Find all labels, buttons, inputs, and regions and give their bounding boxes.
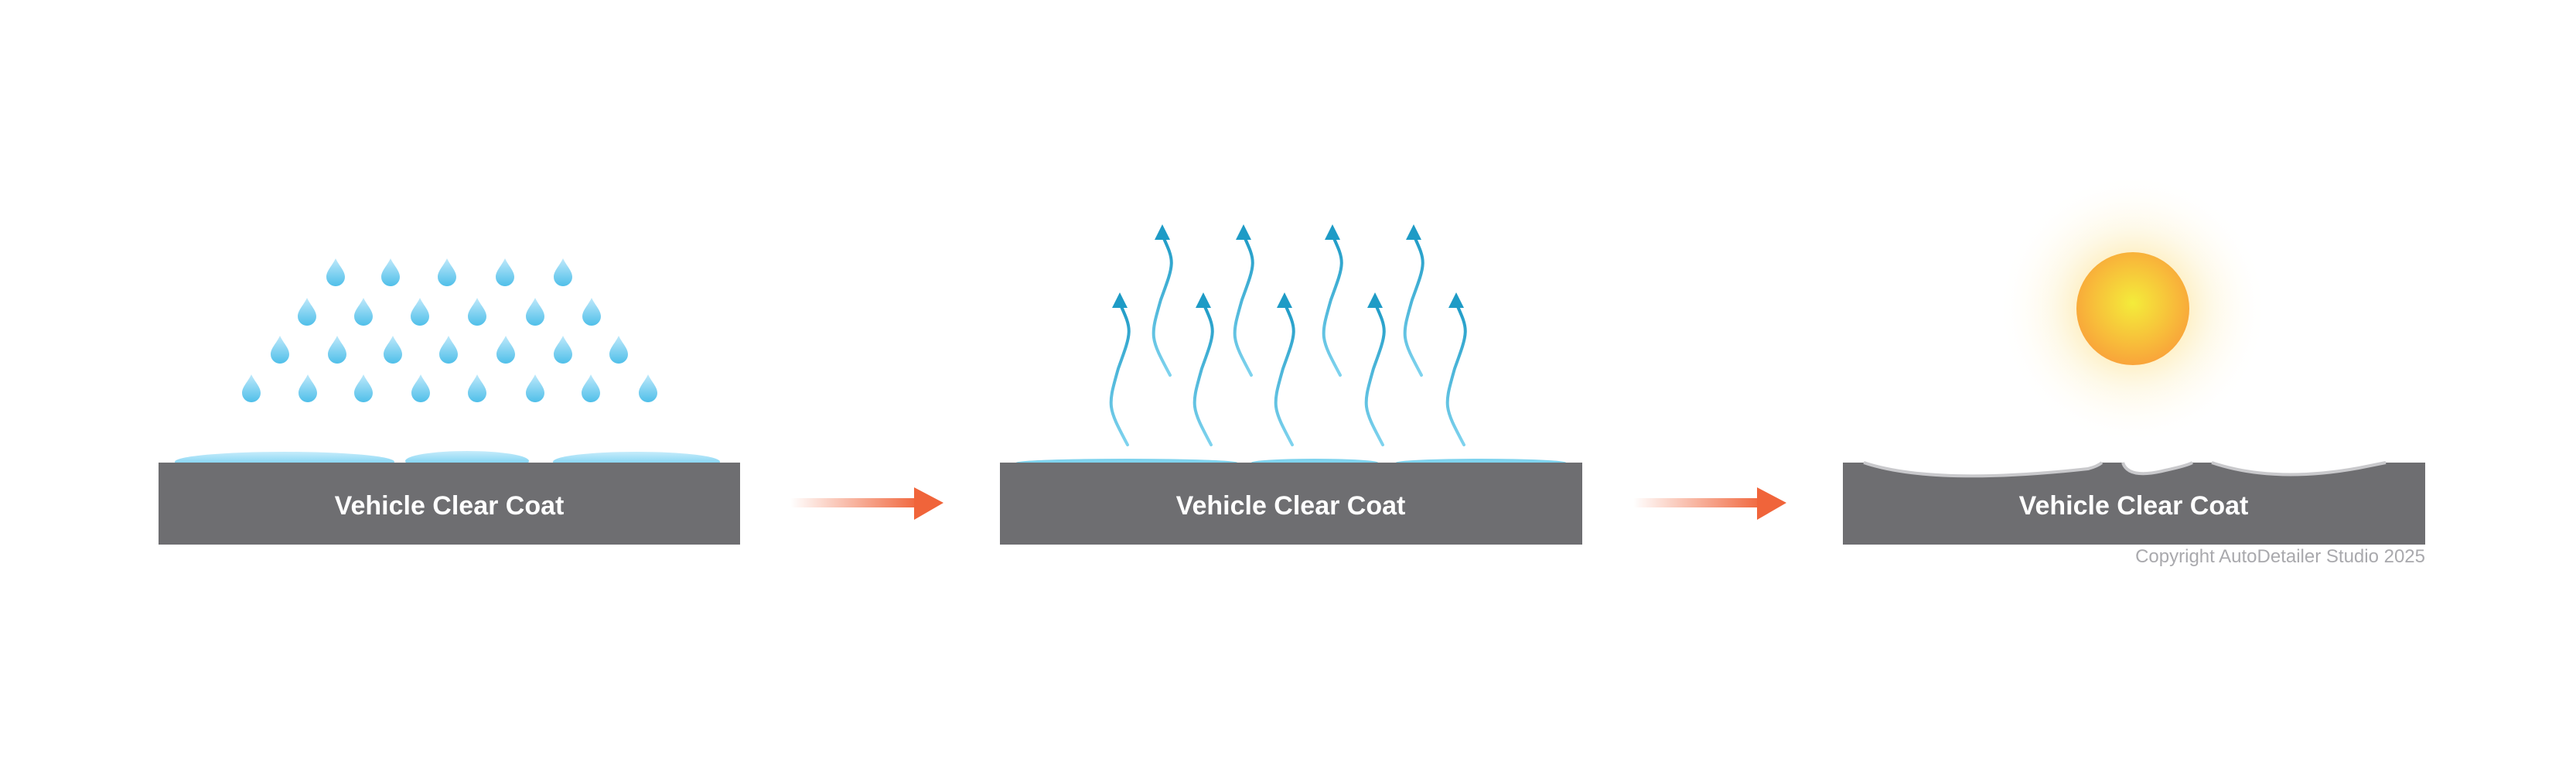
copyright-text: Copyright AutoDetailer Studio 2025 xyxy=(2135,546,2425,567)
droplet-icon xyxy=(271,336,289,364)
vapor-group xyxy=(1109,224,1467,446)
droplet-icon xyxy=(496,336,515,364)
droplet-icon xyxy=(496,258,514,286)
droplet-icon xyxy=(468,374,486,402)
vapor-arrow-icon xyxy=(1445,292,1467,446)
vapor-arrow-icon xyxy=(1152,224,1173,377)
clear-coat-surface xyxy=(1000,463,1582,545)
process-arrow-icon xyxy=(790,487,943,520)
droplet-icon xyxy=(381,258,400,286)
sun-icon xyxy=(1998,173,2268,444)
surface-label: Vehicle Clear Coat xyxy=(2019,491,2249,521)
droplet-icon xyxy=(439,336,458,364)
vapor-arrow-icon xyxy=(1322,224,1343,377)
droplet-icon xyxy=(354,374,373,402)
droplet-icon xyxy=(438,258,456,286)
droplet-icon xyxy=(411,374,430,402)
droplet-icon xyxy=(299,374,317,402)
panel-sun-etching: Vehicle Clear Coat Copyright AutoDetaile… xyxy=(1843,173,2425,567)
surface-label: Vehicle Clear Coat xyxy=(1176,491,1406,521)
droplet-icon xyxy=(411,298,429,326)
droplet-icon xyxy=(526,298,544,326)
vapor-arrow-icon xyxy=(1403,224,1424,377)
etch-mark xyxy=(1863,461,2103,478)
vapor-arrow-icon xyxy=(1192,292,1214,446)
droplet-icon xyxy=(298,298,316,326)
droplet-icon xyxy=(609,336,628,364)
clear-coat-surface xyxy=(159,463,740,545)
droplet-icon xyxy=(242,374,261,402)
droplet-icon xyxy=(326,258,345,286)
droplet-icon xyxy=(582,374,600,402)
etch-marks xyxy=(1863,461,2387,478)
droplet-icon xyxy=(526,374,544,402)
process-arrow-icon xyxy=(1633,487,1786,520)
droplet-icon xyxy=(354,298,373,326)
droplet-icon xyxy=(468,298,486,326)
vapor-arrow-icon xyxy=(1233,224,1254,377)
droplet-icon xyxy=(328,336,346,364)
droplet-icon xyxy=(554,336,572,364)
surface-label: Vehicle Clear Coat xyxy=(335,491,565,521)
droplet-icon xyxy=(554,258,572,286)
droplet-icon xyxy=(582,298,601,326)
droplet-icon xyxy=(639,374,657,402)
clear-coat-surface xyxy=(1843,463,2425,545)
droplet-group xyxy=(242,258,657,402)
vapor-arrow-icon xyxy=(1364,292,1386,446)
panel-water-droplets: Vehicle Clear Coat xyxy=(159,258,740,545)
droplet-icon xyxy=(384,336,402,364)
vapor-arrow-icon xyxy=(1274,292,1295,446)
etch-mark xyxy=(2121,461,2193,476)
etch-mark xyxy=(2211,461,2387,477)
panel-evaporation: Vehicle Clear Coat xyxy=(1000,224,1582,545)
vapor-arrow-icon xyxy=(1109,292,1131,446)
